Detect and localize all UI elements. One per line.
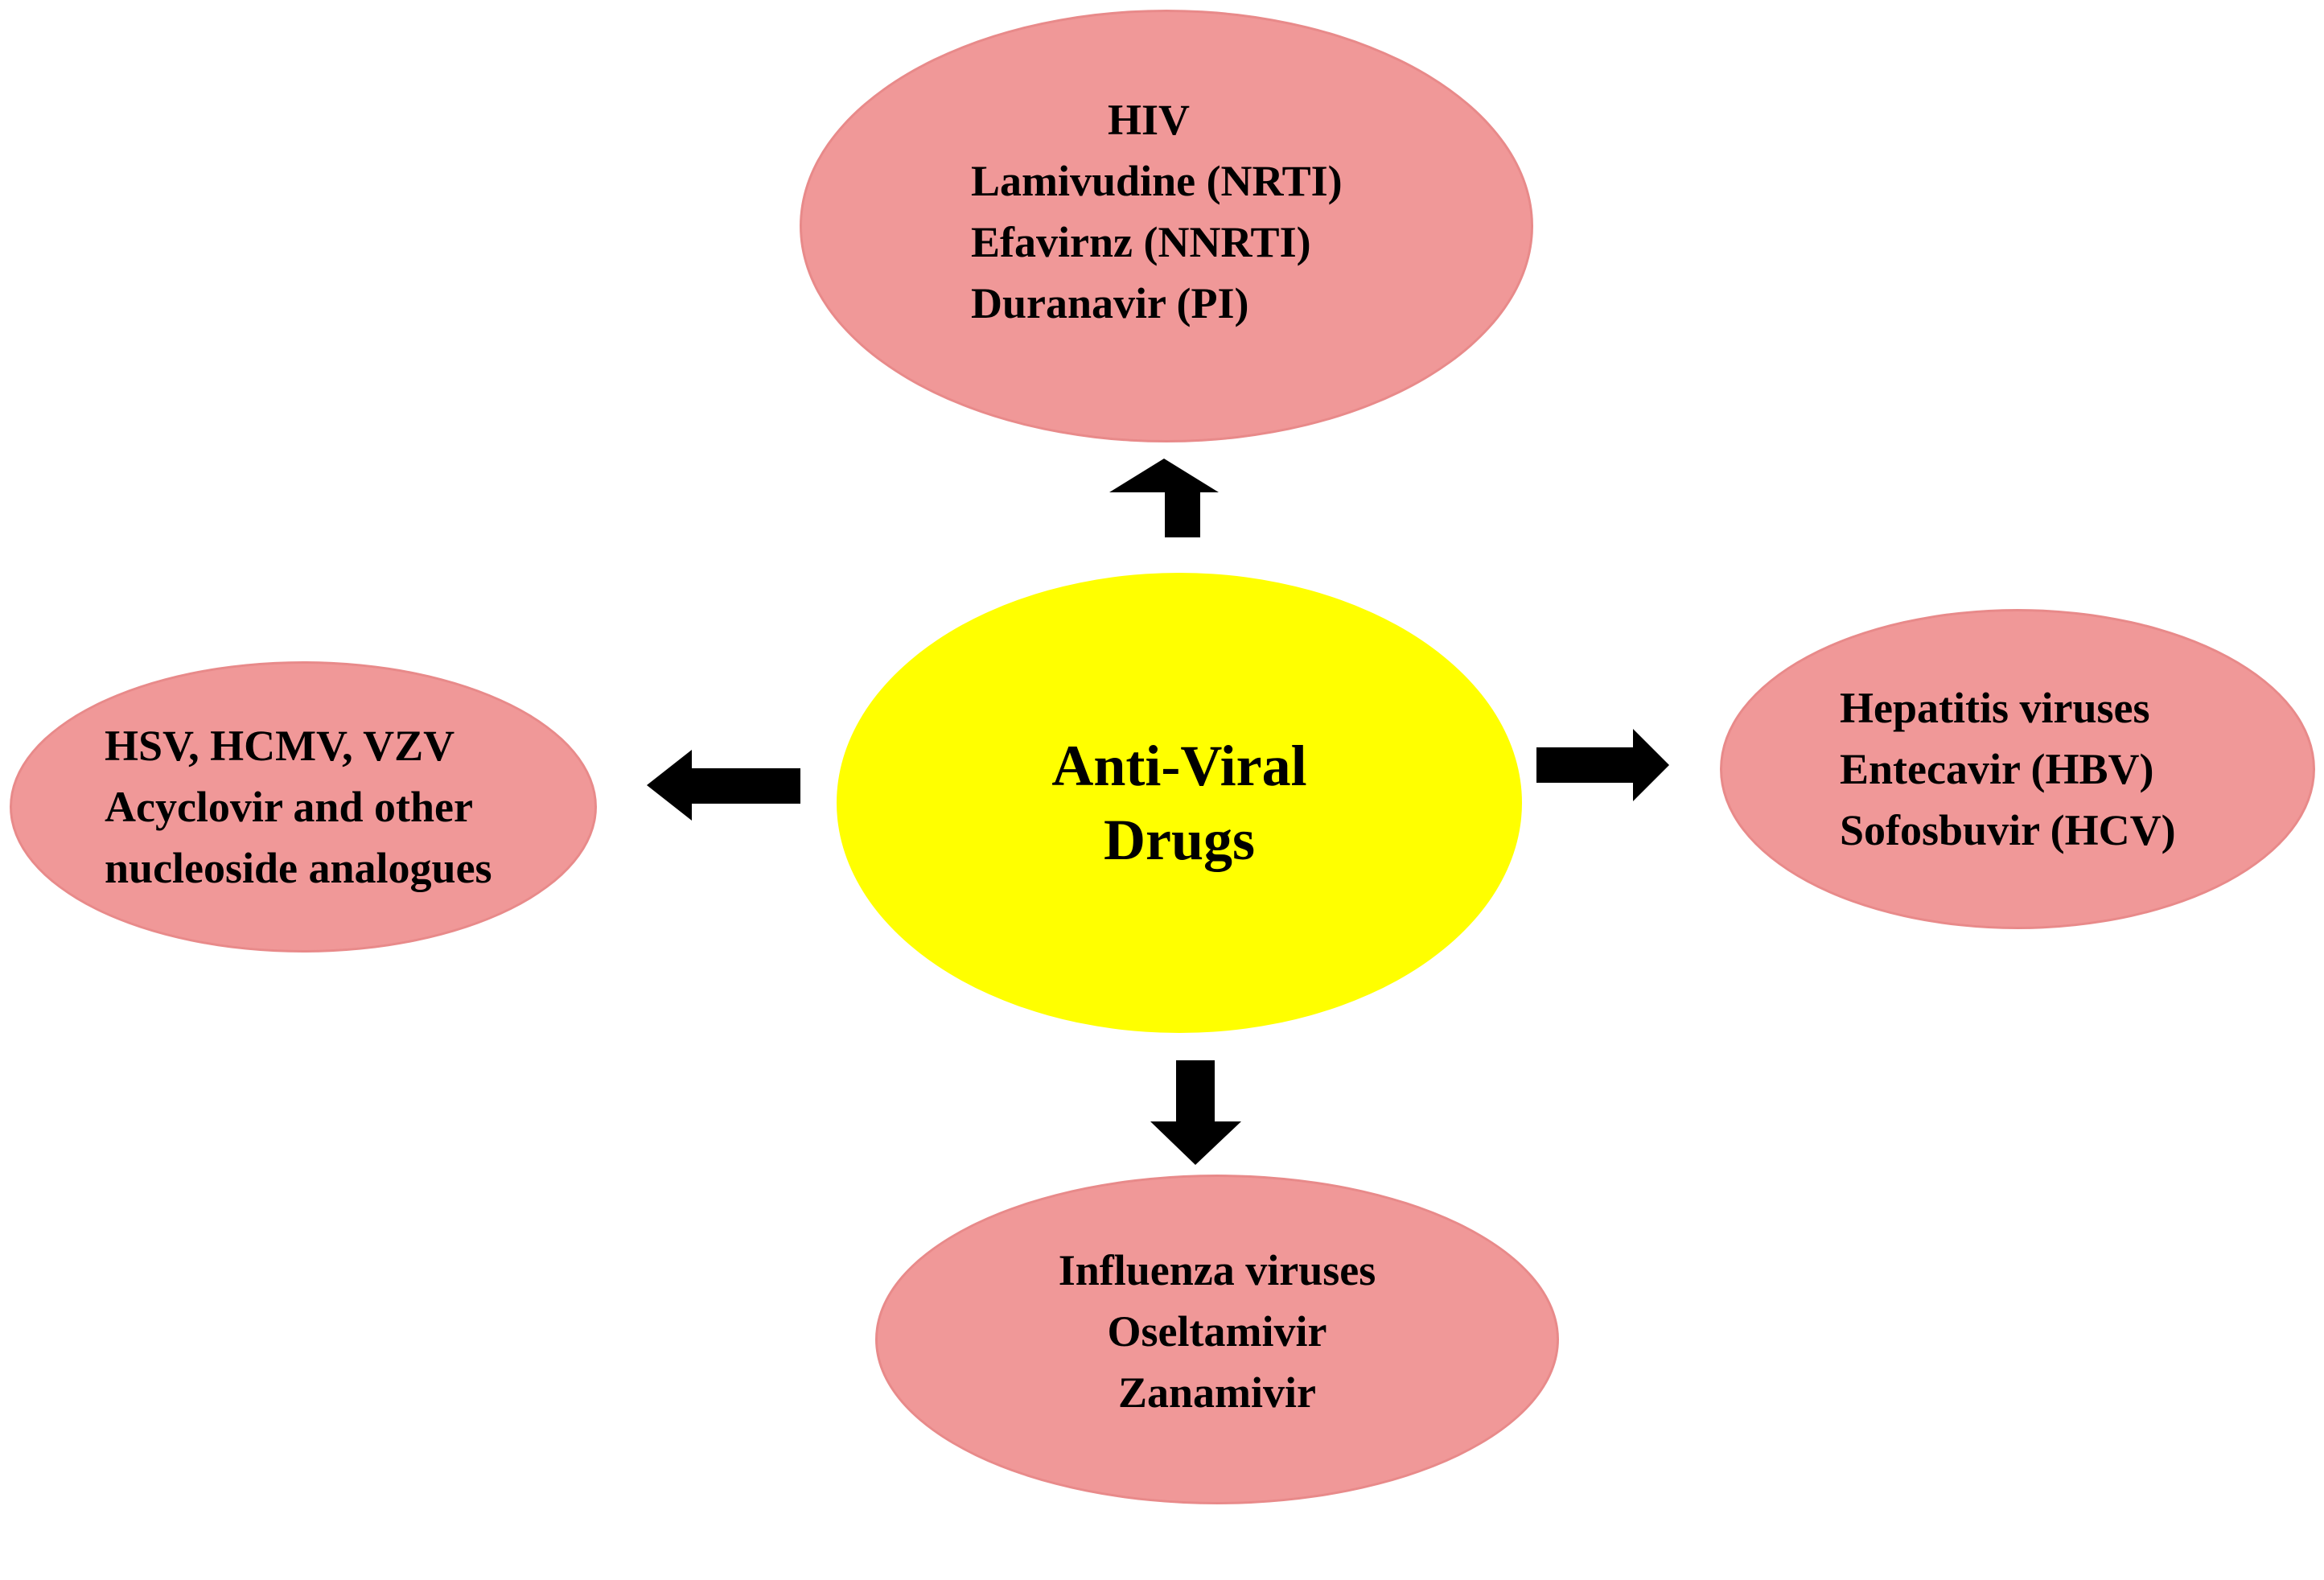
hepatitis-drug-entecavir: Entecavir (HBV) [1840,745,2154,793]
node-hepatitis-viruses: Hepatitis viruses Entecavir (HBV) Sofosb… [1720,609,2315,929]
node-influenza-viruses: Influenza viruses Oseltamivir Zanamivir [875,1175,1559,1504]
center-node-antiviral-drugs: Anti-Viral Drugs [837,573,1522,1033]
center-title-line-2: Drugs [1103,808,1255,872]
node-hiv: HIV Lamivudine (NRTI) Efavirnz (NNRTI) D… [800,10,1533,442]
hiv-drug-duranavir: Duranavir (PI) [971,279,1249,327]
hiv-drug-lamivudine: Lamivudine (NRTI) [971,157,1343,205]
influenza-drug-zanamivir: Zanamivir [1117,1368,1316,1417]
arrow-left-to-herpes [647,750,800,821]
herpes-drug-line-1: Acyclovir and other [105,783,473,831]
hiv-drug-efavirnz: Efavirnz (NNRTI) [971,218,1311,266]
herpes-heading: HSV, HCMV, VZV [105,722,455,770]
influenza-drug-oseltamivir: Oseltamivir [1107,1307,1327,1356]
hiv-heading: HIV [1108,96,1191,144]
hepatitis-heading: Hepatitis viruses [1840,684,2150,732]
arrow-down-to-influenza [1150,1060,1241,1165]
hepatitis-drug-sofosbuvir: Sofosbuvir (HCV) [1840,806,2176,854]
herpes-drug-line-2: nucleoside analogues [105,844,492,892]
arrow-right-to-hepatitis [1536,729,1669,801]
influenza-heading: Influenza viruses [1058,1246,1376,1294]
arrow-up-to-hiv [1109,459,1219,537]
node-herpes-viruses: HSV, HCMV, VZV Acyclovir and other nucle… [10,661,597,953]
center-title-line-1: Anti-Viral [1051,734,1307,798]
